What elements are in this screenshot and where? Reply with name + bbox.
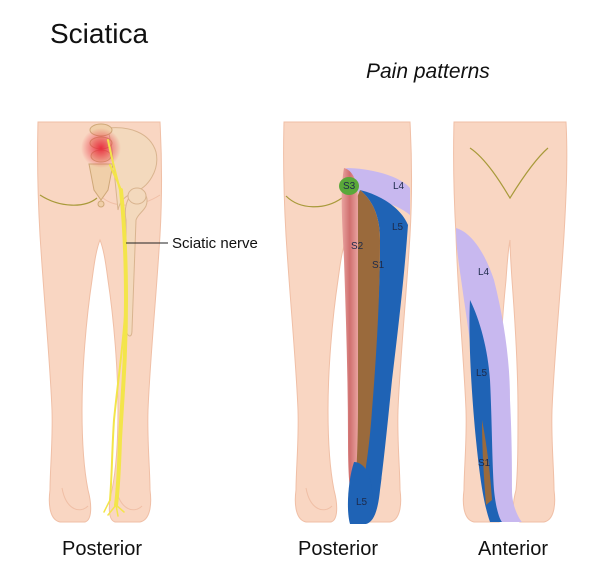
label-S1-posterior: S1 [372,260,385,271]
label-L5-posterior: L5 [392,222,404,233]
pain-patterns-heading: Pain patterns [366,60,490,83]
dermatome-L5-foot [347,462,373,524]
dermatome-S3-posterior [339,177,359,195]
page-title: Sciatica [50,18,149,49]
view-label-posterior-pain: Posterior [298,538,379,560]
anterior-figure-pain [453,121,568,523]
label-L4-anterior: L4 [478,267,490,278]
sciatic-nerve-label: Sciatic nerve [172,235,258,252]
label-L5-anterior: L5 [476,368,488,379]
label-L5-foot: L5 [356,497,368,508]
label-S3: S3 [343,181,356,192]
dermatome-S1-posterior [354,190,380,505]
dermatome-S2-posterior [341,168,358,500]
sciatic-nerve [103,139,129,517]
label-S2: S2 [351,241,364,252]
femur-bone [124,190,148,337]
dermatome-L5-anterior [469,300,502,522]
view-label-posterior-nerve: Posterior [62,538,143,560]
gluteal-fold [39,194,98,206]
posterior-figure-nerve [37,121,168,523]
posterior-figure-pain [283,121,412,524]
inflammation-spot [81,128,121,168]
dermatome-L4-posterior [346,168,410,215]
label-S1-anterior: S1 [478,458,491,469]
label-L4-posterior: L4 [393,181,405,192]
groin-lines [469,147,549,200]
dermatome-L5-posterior [350,190,408,524]
dermatome-S1-anterior [482,420,492,505]
view-label-anterior-pain: Anterior [478,538,549,560]
